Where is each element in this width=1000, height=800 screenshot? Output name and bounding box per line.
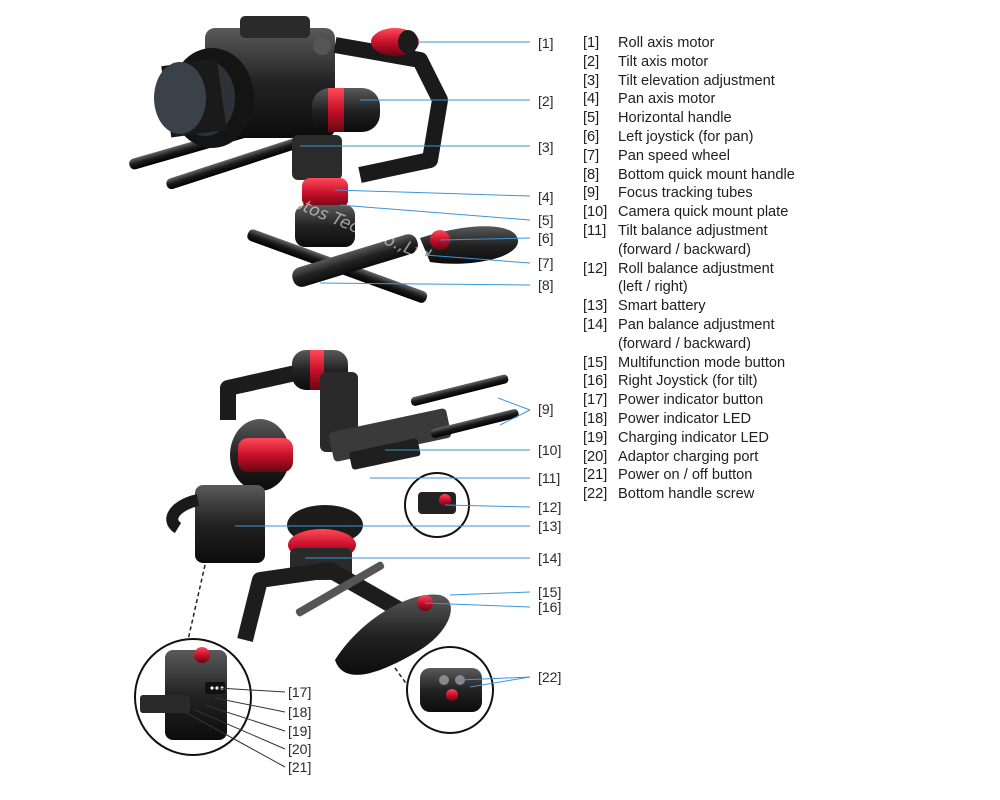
legend-item-10: [10] Camera quick mount plate [583, 203, 993, 222]
legend-item-14: [14] Pan balance adjustment (forward / ba… [583, 316, 993, 354]
legend-text: Right Joystick (for tilt) [618, 373, 758, 390]
legend-item-5: [5] Horizontal handle [583, 109, 993, 128]
callout-5: [5] [538, 212, 554, 228]
detail-circle-handle-screw [406, 646, 494, 734]
legend-number: [1] [583, 35, 600, 51]
legend-item-13: [13] Smart battery [583, 297, 993, 316]
legend-number: [21] [583, 467, 608, 484]
legend-text: Smart battery [618, 298, 706, 315]
legend-number: [14] [583, 316, 608, 333]
legend-item-1: [1] Roll axis motor [583, 34, 993, 53]
legend-text: Pan axis motor [618, 91, 716, 108]
callout-10: [10] [538, 442, 561, 458]
legend-item-20: [20] Adaptor charging port [583, 448, 993, 467]
legend-item-19: [19] Charging indicator LED [583, 429, 993, 448]
legend-text: Roll axis motor [618, 35, 715, 51]
top-gimbal-illustration: Top-Fotos Tech Co.,Ltd [129, 16, 519, 303]
legend-text: Horizontal handle [618, 110, 732, 127]
legend-number: [15] [583, 354, 608, 371]
legend-number: [18] [583, 410, 608, 427]
legend-number: [22] [583, 486, 608, 503]
legend-item-9: [9] Focus tracking tubes [583, 184, 993, 203]
legend-text: Bottom quick mount handle [618, 166, 795, 183]
legend-text: Roll balance adjustment (left / right) [618, 260, 774, 296]
legend-text: Tilt balance adjustment (forward / backw… [618, 222, 768, 258]
legend-item-7: [7] Pan speed wheel [583, 147, 993, 166]
legend-number: [9] [583, 185, 600, 202]
legend-item-16: [16] Right Joystick (for tilt) [583, 372, 993, 391]
bottom-gimbal-illustration [166, 350, 519, 701]
legend-text: Pan balance adjustment (forward / backwa… [618, 316, 775, 352]
legend-text: Tilt elevation adjustment [618, 72, 775, 89]
legend-number: [13] [583, 298, 608, 315]
callout-12: [12] [538, 499, 561, 515]
legend-number: [17] [583, 392, 608, 409]
legend-number: [2] [583, 53, 600, 70]
callout-9: [9] [538, 401, 554, 417]
legend-item-18: [18] Power indicator LED [583, 410, 993, 429]
callout-8: [8] [538, 277, 554, 293]
legend-text: Focus tracking tubes [618, 185, 753, 202]
legend-number: [12] [583, 260, 608, 277]
legend-item-17: [17] Power indicator button [583, 391, 993, 410]
callout-19: [19] [288, 723, 311, 739]
callout-21: [21] [288, 759, 311, 775]
callout-4: [4] [538, 189, 554, 205]
legend-item-21: [21] Power on / off button [583, 466, 993, 485]
legend-number: [7] [583, 147, 600, 164]
legend-number: [4] [583, 91, 600, 108]
detail-circle-roll-balance [404, 472, 470, 538]
callout-11: [11] [538, 470, 560, 486]
legend-number: [10] [583, 204, 608, 221]
legend-number: [16] [583, 373, 608, 390]
legend-number: [19] [583, 429, 608, 446]
legend-number: [11] [583, 222, 607, 239]
detail-circle-power-panel [134, 638, 252, 756]
legend-text: Pan speed wheel [618, 147, 730, 164]
legend-number: [6] [583, 128, 600, 145]
legend-text: Adaptor charging port [618, 448, 759, 465]
legend-text: Power indicator LED [618, 410, 752, 427]
callout-17: [17] [288, 684, 311, 700]
callout-6: [6] [538, 230, 554, 246]
legend-text: Multifunction mode button [618, 354, 786, 371]
callout-3: [3] [538, 139, 554, 155]
callout-18: [18] [288, 704, 311, 720]
legend-item-12: [12] Roll balance adjustment (left / righ… [583, 260, 993, 298]
legend-item-8: [8] Bottom quick mount handle [583, 166, 993, 185]
legend-item-4: [4] Pan axis motor [583, 90, 993, 109]
callout-2: [2] [538, 93, 554, 109]
legend-text: Power on / off button [618, 467, 753, 484]
legend-item-11: [11] Tilt balance adjustment (forward / b… [583, 222, 993, 260]
callout-1: [1] [538, 35, 554, 51]
legend-number: [20] [583, 448, 608, 465]
callout-14: [14] [538, 550, 561, 566]
callout-22: [22] [538, 669, 561, 685]
legend-text: Power indicator button [618, 392, 764, 409]
leader-lines [184, 41, 531, 768]
legend-item-2: [2] Tilt axis motor [583, 53, 993, 72]
legend-text: Left joystick (for pan) [618, 128, 754, 145]
legend-item-22: [22] Bottom handle screw [583, 485, 993, 504]
callout-15: [15] [538, 584, 561, 600]
legend-number: [3] [583, 72, 600, 89]
legend-number: [5] [583, 110, 600, 127]
legend-text: Charging indicator LED [618, 429, 769, 446]
callout-labels: [1] [2] [3] [4] [5] [6] [7] [8] [9] [10]… [288, 35, 561, 775]
legend-item-3: [3] Tilt elevation adjustment [583, 72, 993, 91]
callout-20: [20] [288, 741, 311, 757]
callout-16: [16] [538, 599, 561, 615]
legend-text: Camera quick mount plate [618, 204, 789, 221]
parts-legend: [1] Roll axis motor [2] Tilt axis motor [3… [583, 34, 993, 504]
callout-7: [7] [538, 255, 554, 271]
callout-13: [13] [538, 518, 561, 534]
legend-text: Tilt axis motor [618, 53, 709, 70]
legend-item-6: [6] Left joystick (for pan) [583, 128, 993, 147]
legend-item-15: [15] Multifunction mode button [583, 354, 993, 373]
legend-number: [8] [583, 166, 600, 183]
legend-text: Bottom handle screw [618, 486, 755, 503]
